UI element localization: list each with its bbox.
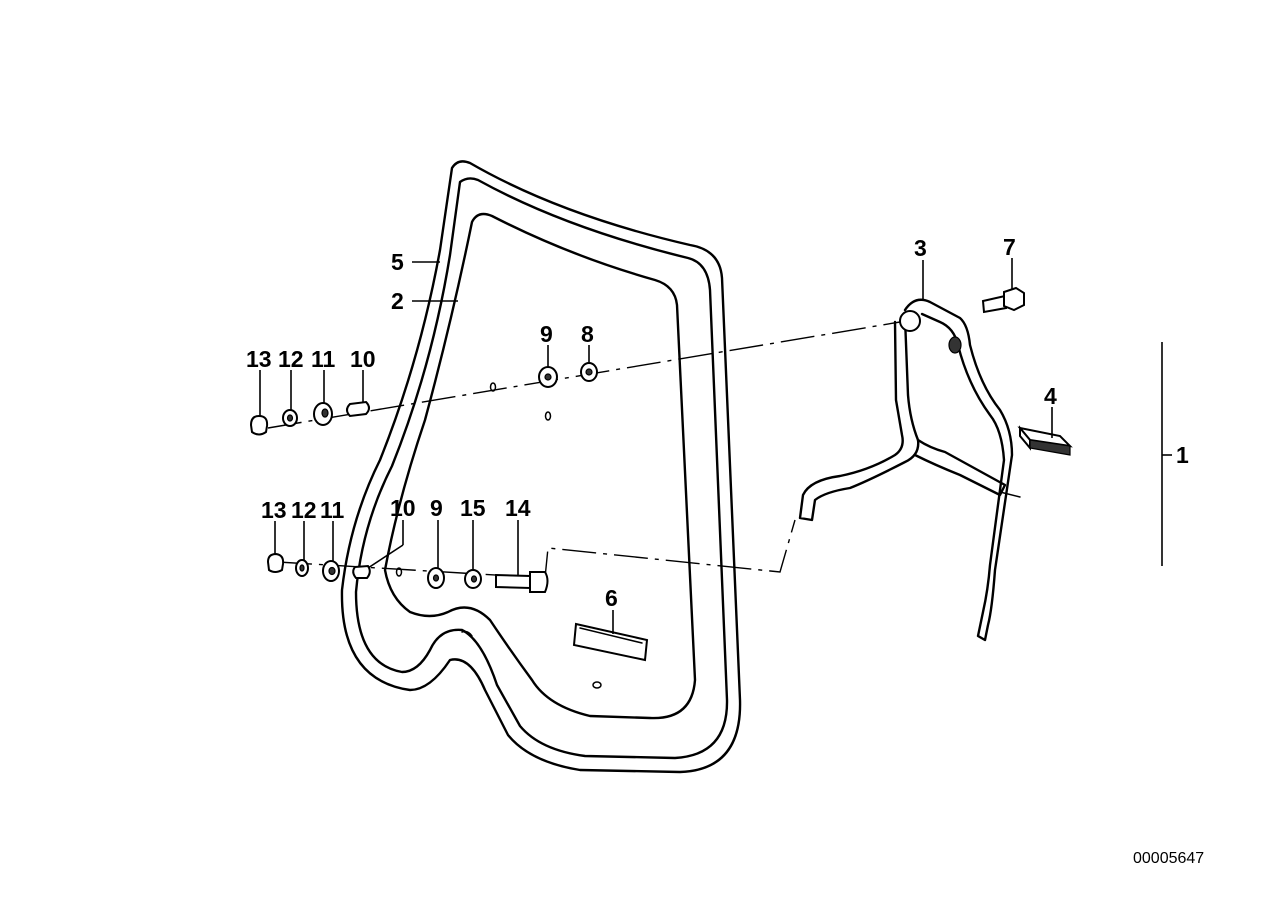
bolt-14 bbox=[495, 571, 549, 593]
cap-nut-13-top bbox=[249, 414, 269, 436]
callout-4: 4 bbox=[1044, 383, 1057, 409]
bottom-hardware bbox=[266, 552, 549, 593]
callout-9-bottom: 9 bbox=[430, 495, 443, 521]
grommet-11-bottom bbox=[322, 560, 340, 582]
callout-11-top: 11 bbox=[311, 346, 336, 372]
washer-9-bottom bbox=[427, 567, 445, 589]
callout-12-bottom: 12 bbox=[291, 497, 317, 523]
document-number: 00005647 bbox=[1133, 850, 1204, 867]
bolt-7 bbox=[981, 286, 1025, 314]
callout-3: 3 bbox=[914, 235, 927, 261]
assembly-line-bottom bbox=[277, 519, 796, 579]
callout-6: 6 bbox=[605, 585, 618, 611]
callout-8: 8 bbox=[581, 321, 594, 347]
spacer-10-top bbox=[346, 400, 370, 418]
callout-14: 14 bbox=[505, 495, 531, 521]
callout-labels: 1 2 3 4 5 6 7 8 9 10 11 12 13 13 12 11 1… bbox=[246, 234, 1189, 611]
deflector-glass bbox=[383, 212, 697, 720]
callout-12-top: 12 bbox=[278, 346, 304, 372]
rubber-pad bbox=[1017, 425, 1073, 456]
callout-13-top: 13 bbox=[246, 346, 272, 372]
washer-9-top bbox=[538, 366, 558, 388]
washer-12-top bbox=[282, 409, 298, 427]
callout-15: 15 bbox=[460, 495, 486, 521]
callout-11-bottom: 11 bbox=[320, 497, 345, 523]
leader-lines bbox=[259, 258, 1172, 634]
glass-mount-holes bbox=[395, 382, 602, 689]
callout-1: 1 bbox=[1176, 442, 1189, 468]
grommet-11-top bbox=[313, 402, 333, 426]
grommet-15 bbox=[464, 569, 482, 589]
top-hardware bbox=[249, 362, 598, 436]
callout-5: 5 bbox=[391, 249, 404, 275]
callout-2: 2 bbox=[391, 288, 404, 314]
callout-10-top: 10 bbox=[350, 346, 376, 372]
washer-12-bottom bbox=[295, 559, 309, 577]
mounting-bracket bbox=[798, 298, 1021, 642]
callout-9-top: 9 bbox=[540, 321, 553, 347]
label-plate bbox=[572, 622, 649, 662]
grommet-8 bbox=[580, 362, 598, 382]
deflector-frame-outer bbox=[340, 160, 742, 774]
callout-13-bottom: 13 bbox=[261, 497, 287, 523]
cap-nut-13-bottom bbox=[266, 552, 285, 573]
callout-10-bottom: 10 bbox=[390, 495, 416, 521]
callout-7: 7 bbox=[1003, 234, 1016, 260]
deflector-frame-inner bbox=[354, 177, 729, 760]
spacer-10-bottom bbox=[352, 564, 371, 579]
